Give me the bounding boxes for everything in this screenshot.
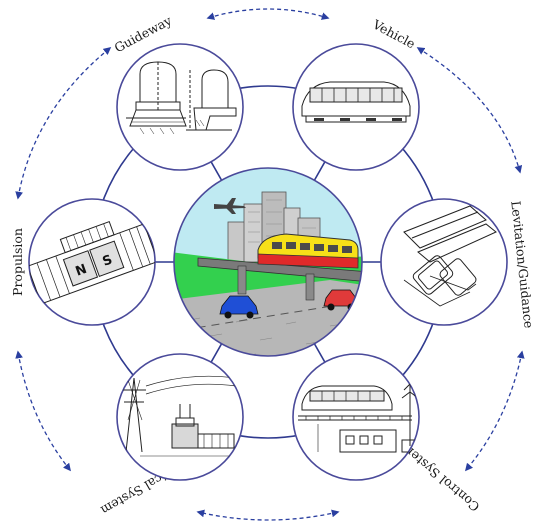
arrow-levitation-control [464, 350, 525, 472]
arrow-electrical-propulsion [15, 350, 71, 472]
node-control-system [292, 353, 420, 481]
label-control-system: Control System [398, 440, 483, 515]
propulsion-lsm-drawing: N S [29, 221, 155, 305]
dashed-arrows [15, 8, 525, 521]
pole-n-label: N [74, 262, 89, 280]
arrow-propulsion-guideway [15, 47, 112, 200]
guideway-pillar [237, 265, 247, 295]
electrical-substation-drawing [122, 375, 237, 457]
maglev-train [257, 233, 359, 269]
guideway-pillar [305, 273, 315, 301]
elevated-guideway [197, 257, 362, 283]
blue-car [219, 295, 259, 319]
control-system-drawing [298, 383, 419, 453]
airplane-icon [214, 198, 246, 214]
arrow-guideway-vehicle [206, 8, 330, 20]
center-node-border [173, 167, 363, 357]
guideway-cross-section-drawing [126, 61, 237, 135]
levitation-magnet-drawing [403, 205, 497, 307]
arrow-vehicle-levitation [416, 47, 523, 174]
building [227, 221, 247, 263]
arrow-control-electrical [196, 509, 340, 521]
label-propulsion: Propulsion [10, 228, 25, 296]
node-vehicle [292, 43, 420, 171]
label-vehicle: Vehicle [370, 16, 418, 51]
label-levitation-guidance: Levitation/Guidance [508, 200, 536, 329]
vehicle-side-view-drawing [301, 81, 411, 123]
